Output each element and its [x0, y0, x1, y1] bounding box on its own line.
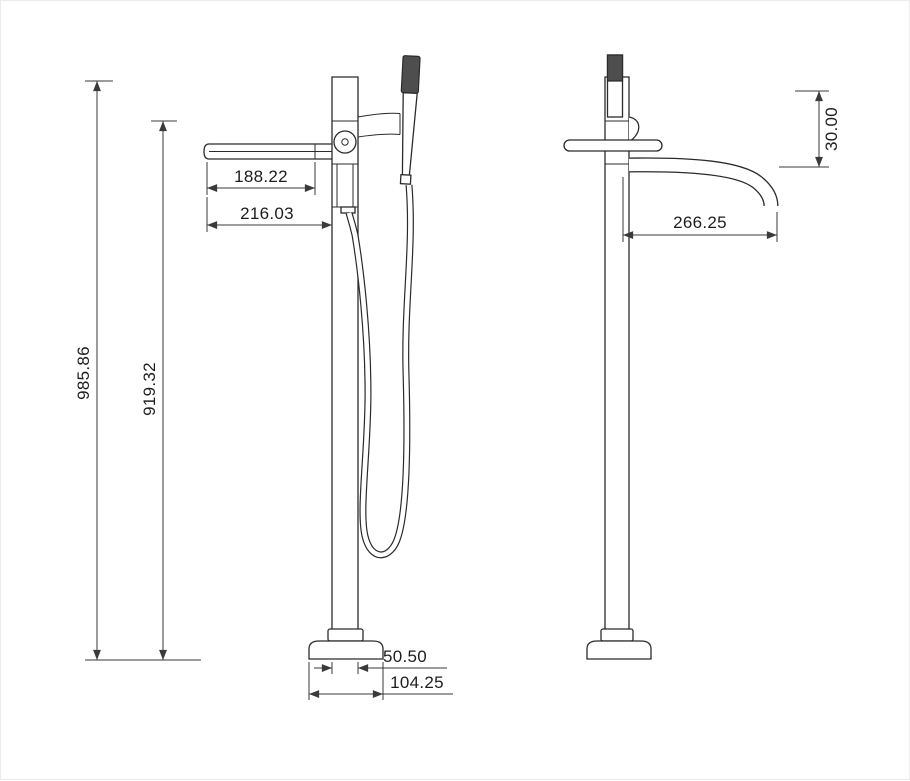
hand-shower-head	[400, 55, 421, 94]
dim-spout-offset: 30.00	[779, 90, 841, 168]
front-column	[331, 76, 359, 630]
dim-spout-reach: 266.25	[622, 177, 778, 242]
side-base	[586, 628, 652, 660]
dim-label-base-diameter: 104.25	[390, 673, 444, 692]
hand-shower-handle	[401, 91, 418, 176]
front-hand-shower	[399, 55, 421, 185]
dim-spout-blade-length: 188.22	[206, 162, 316, 195]
front-shower-hose	[345, 184, 414, 559]
front-control-knob	[333, 130, 357, 154]
side-control-lever	[628, 116, 640, 143]
front-base	[308, 628, 384, 660]
dim-label-spout-blade-length: 188.22	[234, 167, 288, 186]
dim-label-column-diameter: 50.50	[383, 647, 427, 666]
hand-shower-nut	[399, 173, 412, 185]
side-view	[563, 54, 779, 660]
dim-spout-overall-length: 216.03	[206, 197, 332, 232]
dim-column-diameter: 50.50	[314, 647, 447, 674]
dim-label-spout-overall-length: 216.03	[240, 204, 294, 223]
side-hand-shower	[606, 54, 624, 118]
front-diverter	[336, 164, 356, 214]
dim-label-column-height: 919.32	[140, 362, 159, 416]
side-curved-spout	[628, 157, 779, 207]
dim-label-spout-reach: 266.25	[673, 213, 727, 232]
dim-total-height: 985.86	[74, 80, 113, 660]
dim-base-diameter: 104.25	[308, 662, 453, 700]
side-hand-shower-head	[606, 54, 624, 82]
dim-label-spout-offset: 30.00	[822, 107, 841, 151]
side-spout-plate	[563, 139, 663, 152]
side-column	[604, 76, 630, 630]
dim-label-total-height: 985.86	[74, 346, 93, 400]
dimension-annotations: 985.86 919.32 188.22 216.03 50.50	[74, 80, 841, 700]
front-hand-shower-holder	[357, 112, 401, 138]
front-spout-blade	[203, 143, 333, 160]
front-view	[203, 55, 421, 660]
dim-column-height: 919.32	[140, 120, 177, 660]
